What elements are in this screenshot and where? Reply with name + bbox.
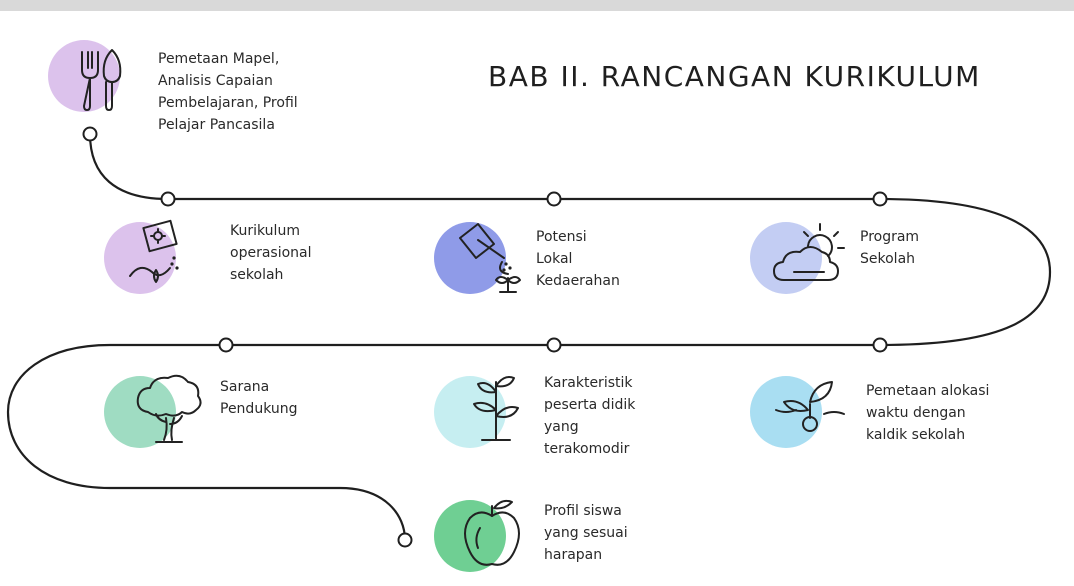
top-bar — [0, 0, 1074, 11]
sun-cloud-icon — [773, 223, 845, 281]
step-7-icon — [750, 376, 845, 448]
step-2-icon — [104, 219, 179, 294]
apple-icon — [464, 499, 520, 566]
step-3-icon — [434, 222, 521, 294]
growing-plant-icon — [473, 376, 519, 441]
mint-blob — [104, 376, 176, 448]
step-6-label: Karakteristik peserta didik yang terakom… — [544, 375, 636, 457]
path-node — [160, 191, 176, 207]
path-node — [872, 337, 888, 353]
step-7-label: Pemetaan alokasi waktu dengan kaldik sek… — [866, 383, 990, 443]
lavender-blob — [104, 222, 176, 294]
seed-packet-icon — [129, 219, 179, 283]
step-5-label: Sarana Pendukung — [220, 379, 298, 417]
tree-icon — [136, 374, 202, 443]
periwinkle-blob — [750, 222, 822, 294]
path-node — [546, 191, 562, 207]
indigo-blob — [434, 222, 506, 294]
roadmap-path — [6, 126, 1052, 548]
path-node — [872, 191, 888, 207]
step-2-label: Kurikulum operasional sekolah — [230, 223, 312, 283]
step-6-icon — [434, 376, 519, 448]
sprout-icon — [775, 381, 845, 432]
fork-trowel-icon — [81, 49, 122, 111]
step-3-label: Potensi Lokal Kedaerahan — [536, 229, 620, 289]
step-1-label: Pemetaan Mapel, Analisis Capaian Pembela… — [158, 51, 298, 133]
path-node — [82, 126, 98, 142]
green-blob — [434, 500, 506, 572]
path-node — [546, 337, 562, 353]
page-title: BAB II. RANCANGAN KURIKULUM — [488, 60, 981, 93]
path-node — [397, 532, 413, 548]
step-1-icon — [48, 40, 122, 112]
watering-can-icon — [459, 223, 521, 293]
step-4-label: Program Sekolah — [860, 229, 920, 267]
step-8-label: Profil siswa yang sesuai harapan — [544, 503, 628, 563]
step-5-icon — [104, 374, 202, 448]
step-8-icon — [434, 499, 520, 572]
path-node — [218, 337, 234, 353]
step-4-icon — [750, 222, 845, 294]
